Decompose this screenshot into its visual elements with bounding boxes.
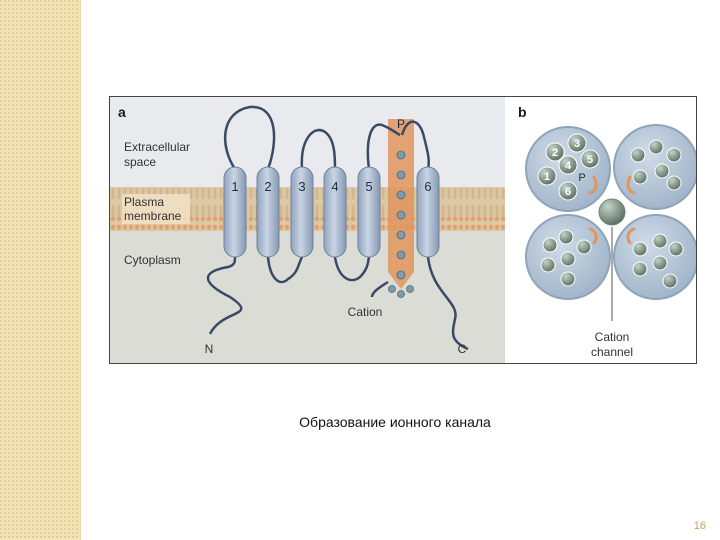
helix-label-3: 3 — [298, 179, 305, 194]
helix-segments — [223, 166, 440, 258]
helix-label-5: 5 — [365, 179, 372, 194]
helix-number-6: 6 — [565, 186, 571, 198]
subunit-top-right — [613, 124, 699, 210]
helix-number-1: 1 — [544, 171, 550, 183]
cation-column — [388, 150, 414, 298]
helix-label-2: 2 — [264, 179, 271, 194]
membrane-label-line1: Plasma — [124, 195, 164, 209]
helix-label-4: 4 — [331, 179, 338, 194]
helix-labels: 1 2 3 4 5 6 — [231, 179, 431, 194]
helix-5 — [357, 166, 381, 258]
panel-b-letter: b — [518, 104, 527, 120]
panel-a-letter: a — [118, 104, 126, 120]
central-pore-ion — [598, 198, 626, 226]
helix-number-5: 5 — [587, 154, 593, 166]
membrane-label-backdrop — [122, 194, 190, 224]
loop-5-p — [366, 123, 401, 170]
cation-pointer — [370, 280, 389, 298]
figure-caption: Образование ионного канала — [299, 414, 491, 430]
loop-p-6 — [400, 120, 431, 170]
membrane-label-line2: membrane — [124, 209, 182, 223]
pore-arcs — [588, 175, 636, 245]
channel-label-line2: channel — [591, 345, 633, 359]
pore-label-a: P — [397, 117, 405, 131]
cation-label: Cation — [348, 305, 383, 319]
helix-number-3: 3 — [574, 138, 580, 150]
page-number: 16 — [693, 520, 706, 532]
subunit-number-labels: 1 2 3 4 5 6 — [544, 138, 593, 198]
n-terminal-tail — [206, 256, 243, 335]
panel-a: a Extracellular space Plasma membrane Cy… — [110, 97, 508, 363]
loop-3-4 — [300, 129, 337, 170]
helix-4 — [323, 166, 347, 258]
helix-6 — [416, 166, 440, 258]
extracellular-label-line2: space — [124, 155, 156, 169]
channel-label-line1: Cation — [595, 330, 630, 344]
n-terminus-label: N — [205, 342, 214, 356]
cytoplasm-label: Cytoplasm — [124, 253, 181, 267]
helix-1 — [223, 166, 247, 258]
c-terminal-tail — [426, 256, 469, 351]
helix-3 — [290, 166, 314, 258]
extracellular-label-line1: Extracellular — [124, 140, 190, 154]
pore-label-b: P — [578, 172, 585, 184]
helix-label-6: 6 — [424, 179, 431, 194]
loop-2-3 — [266, 256, 304, 284]
ion-channel-diagram: a Extracellular space Plasma membrane Cy… — [110, 97, 699, 363]
decorative-side-strip — [0, 0, 81, 540]
helix-number-4: 4 — [565, 160, 572, 172]
protein-loops — [206, 105, 469, 351]
helix-2 — [256, 166, 280, 258]
panel-b: b 1 2 3 4 5 6 — [508, 97, 699, 363]
subunit-bottom-right — [613, 214, 699, 300]
other-helices — [540, 139, 684, 289]
helix-label-1: 1 — [231, 179, 238, 194]
ion-channel-figure: a Extracellular space Plasma membrane Cy… — [109, 96, 699, 364]
loop-4-5 — [333, 256, 371, 282]
numbered-helices — [537, 133, 600, 201]
pore-region — [388, 119, 414, 289]
loop-1-2 — [223, 105, 276, 170]
c-terminus-label: C — [458, 342, 467, 356]
helix-number-2: 2 — [552, 147, 558, 159]
